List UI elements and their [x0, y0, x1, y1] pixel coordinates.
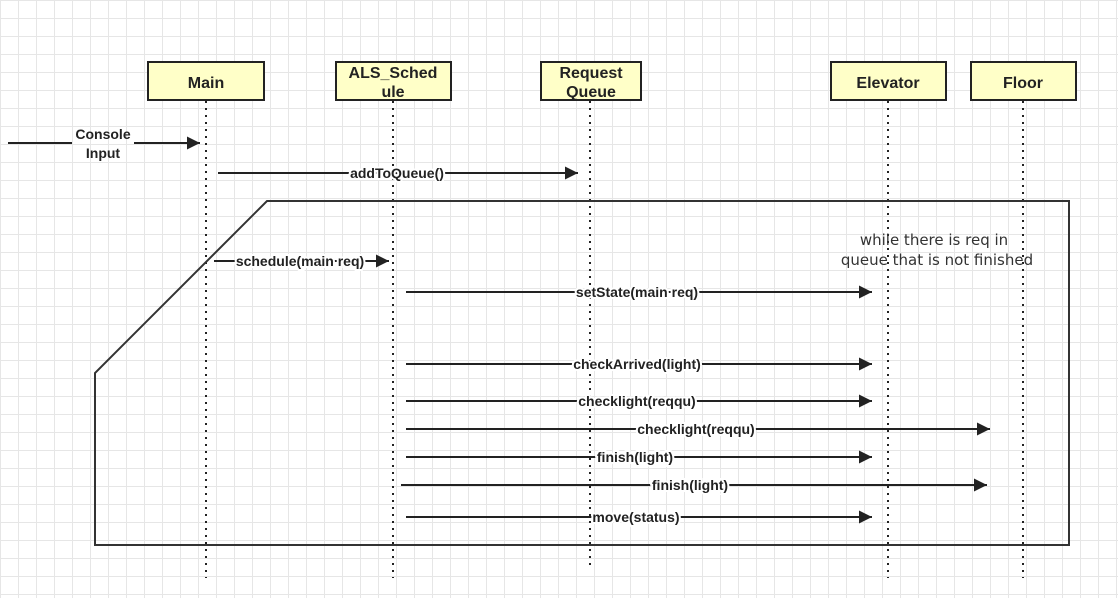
checklight-floor-label: checklight(reqqu): [637, 421, 754, 437]
message-add-to-queue: addToQueue(): [218, 163, 578, 183]
participant-als-label-line1: ALS_Sched: [349, 65, 438, 82]
message-checklight-floor: checklight(reqqu): [406, 419, 990, 439]
message-finish-elevator: finish(light): [406, 447, 872, 467]
participant-floor: Floor: [970, 61, 1077, 101]
console-input-label-line1: Console: [75, 126, 130, 142]
set-state-label: setState(main req): [576, 284, 698, 300]
participant-queue-label-line2: Queue: [566, 84, 616, 101]
participant-elevator-label: Elevator: [856, 75, 919, 92]
console-input-label-line2: Input: [86, 145, 121, 161]
message-console-input: Console Input: [8, 126, 200, 161]
loop-fragment: [94, 200, 1070, 546]
participant-main: Main: [147, 61, 265, 101]
message-schedule: schedule(main req): [214, 251, 389, 271]
participant-elevator: Elevator: [830, 61, 947, 101]
message-check-arrived: checkArrived(light): [406, 354, 872, 374]
participant-floor-label: Floor: [1003, 75, 1043, 92]
participant-als-schedule: ALS_Sched ule: [335, 61, 452, 101]
message-finish-floor: finish(light): [401, 475, 987, 495]
finish-elevator-label: finish(light): [597, 449, 673, 465]
schedule-label: schedule(main req): [236, 253, 364, 269]
check-arrived-label: checkArrived(light): [573, 356, 701, 372]
participant-request-queue: Request Queue: [540, 61, 642, 101]
finish-floor-label: finish(light): [652, 477, 728, 493]
add-to-queue-label: addToQueue(): [350, 165, 444, 181]
loop-condition-line1: while there is req in: [860, 231, 1008, 249]
checklight-elevator-label: checklight(reqqu): [578, 393, 695, 409]
participant-queue-label-line1: Request: [559, 65, 623, 82]
message-set-state: setState(main req): [406, 282, 872, 302]
participant-main-label: Main: [188, 75, 224, 92]
move-label: move(status): [592, 509, 679, 525]
participant-als-label-line2: ule: [381, 84, 404, 101]
message-checklight-elevator: checklight(reqqu): [406, 391, 872, 411]
loop-condition-line2: queue that is not finished: [841, 251, 1033, 269]
message-move: move(status): [406, 507, 872, 527]
